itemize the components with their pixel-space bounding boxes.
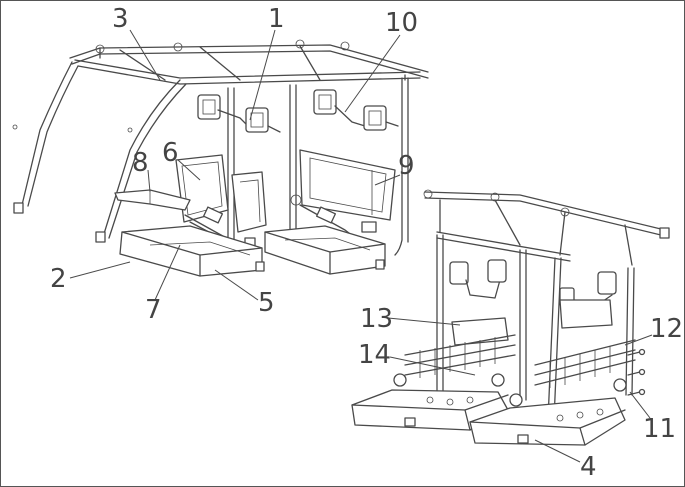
callout-8: 8 bbox=[132, 148, 149, 178]
callout-12: 12 bbox=[650, 314, 684, 344]
callout-2: 2 bbox=[50, 264, 67, 294]
seat-frame-13 bbox=[393, 317, 516, 387]
seat-back-9 bbox=[299, 149, 396, 221]
callout-10: 10 bbox=[385, 8, 419, 38]
seat-base-left bbox=[351, 389, 509, 431]
armrest-8 bbox=[114, 189, 191, 211]
callout-7: 7 bbox=[145, 295, 162, 325]
callout-11: 11 bbox=[643, 414, 677, 444]
retractor-bracket-10 bbox=[313, 89, 399, 131]
retractor-bracket-1 bbox=[197, 94, 281, 133]
left-assembly bbox=[12, 39, 429, 277]
seat-frame-12 bbox=[509, 299, 636, 407]
leader-lines bbox=[69, 29, 653, 463]
seat-cushion-5 bbox=[264, 225, 386, 275]
seat-back-6 bbox=[175, 154, 267, 233]
seat-cushion-2 bbox=[119, 225, 265, 277]
callout-1: 1 bbox=[268, 4, 285, 34]
callout-14: 14 bbox=[358, 340, 392, 370]
right-assembly bbox=[351, 189, 670, 446]
roll-cage-right bbox=[423, 189, 670, 421]
callout-6: 6 bbox=[162, 138, 179, 168]
callout-4: 4 bbox=[580, 452, 597, 482]
fasteners-11 bbox=[627, 348, 646, 396]
seat-base-right bbox=[469, 397, 626, 446]
callout-9: 9 bbox=[398, 151, 415, 181]
roll-cage-left bbox=[12, 39, 429, 261]
callout-13: 13 bbox=[360, 304, 394, 334]
callout-3: 3 bbox=[112, 4, 129, 34]
callout-5: 5 bbox=[258, 288, 275, 318]
